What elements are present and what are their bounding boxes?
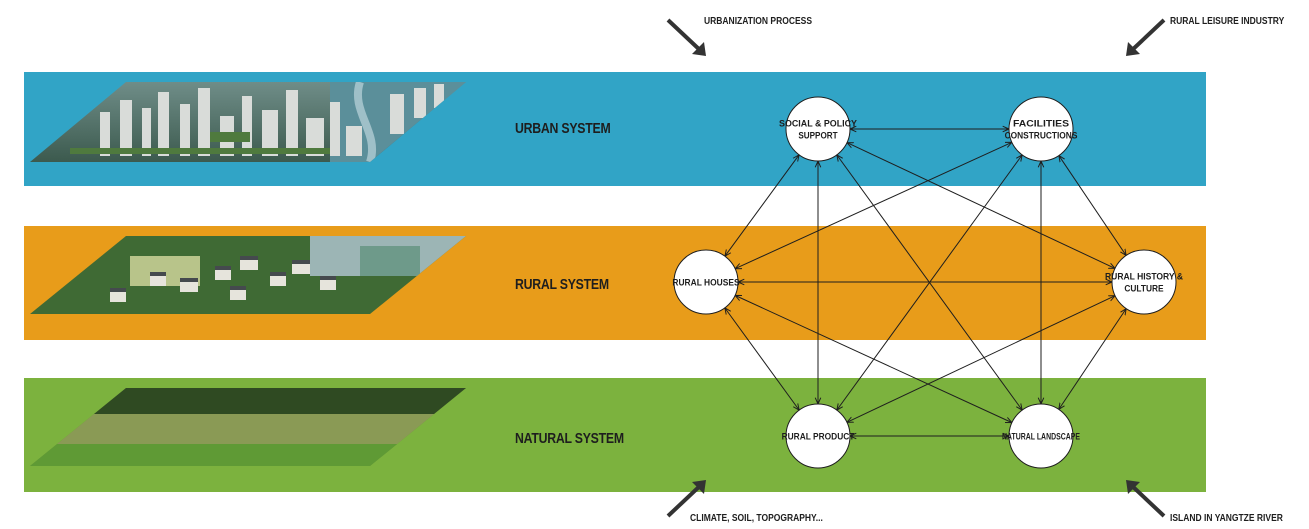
node-circle-houses xyxy=(673,249,739,315)
rural-leisure-industry-label: RURAL LEISURE INDUSTRY xyxy=(1170,16,1285,27)
edge-social-houses xyxy=(725,155,799,256)
climate-arrow-icon xyxy=(666,480,706,518)
node-label-product-0: RURAL PRODUCT xyxy=(782,432,855,443)
node-landscape: NATURAL LANDSCAPE xyxy=(1002,403,1080,469)
edge-history-product xyxy=(847,296,1115,423)
edge-history-landscape xyxy=(1059,309,1126,410)
edge-houses-product xyxy=(725,308,799,410)
rural-village-image xyxy=(30,236,466,314)
node-circle-landscape xyxy=(1008,403,1074,469)
node-label-landscape-0: NATURAL LANDSCAPE xyxy=(1002,432,1080,443)
node-product: RURAL PRODUCT xyxy=(782,403,855,469)
node-circle-social xyxy=(785,96,851,162)
node-label-social-0: SOCIAL & POLICY xyxy=(779,119,858,130)
edge-houses-landscape xyxy=(735,295,1012,422)
edge-facilities-history xyxy=(1059,156,1126,256)
island-yangtze-label: ISLAND IN YANGTZE RIVER xyxy=(1170,513,1283,524)
node-label-facilities-1: CONSTRUCTIONS xyxy=(1005,131,1078,142)
climate-soil-label: CLIMATE, SOIL, TOPOGRAPHY... xyxy=(690,513,823,524)
urban-city-image xyxy=(30,82,466,162)
urbanization-process-label: URBANIZATION PROCESS xyxy=(704,16,812,27)
rural-leisure-arrow-icon xyxy=(1126,18,1166,56)
node-circle-facilities xyxy=(1008,96,1074,162)
natural-system-label: NATURAL SYSTEM xyxy=(515,430,624,447)
node-houses: RURAL HOUSES xyxy=(672,249,740,315)
urban-system-label: URBAN SYSTEM xyxy=(515,120,611,137)
node-label-history-1: CULTURE xyxy=(1124,284,1163,295)
island-arrow-icon xyxy=(1126,480,1166,518)
urbanization-arrow-icon xyxy=(666,18,706,56)
node-label-facilities-0: FACILITIES xyxy=(1013,119,1069,130)
node-history: RURAL HISTORY &CULTURE xyxy=(1105,249,1183,315)
edge-social-history xyxy=(847,143,1115,269)
node-circle-history xyxy=(1111,249,1177,315)
node-label-social-1: SUPPORT xyxy=(798,131,837,142)
rural-system-label: RURAL SYSTEM xyxy=(515,276,609,293)
edge-facilities-houses xyxy=(735,142,1012,268)
node-label-history-0: RURAL HISTORY & xyxy=(1105,272,1183,283)
natural-reeds-image xyxy=(30,388,466,466)
node-circle-product xyxy=(785,403,851,469)
node-label-houses-0: RURAL HOUSES xyxy=(672,278,739,289)
